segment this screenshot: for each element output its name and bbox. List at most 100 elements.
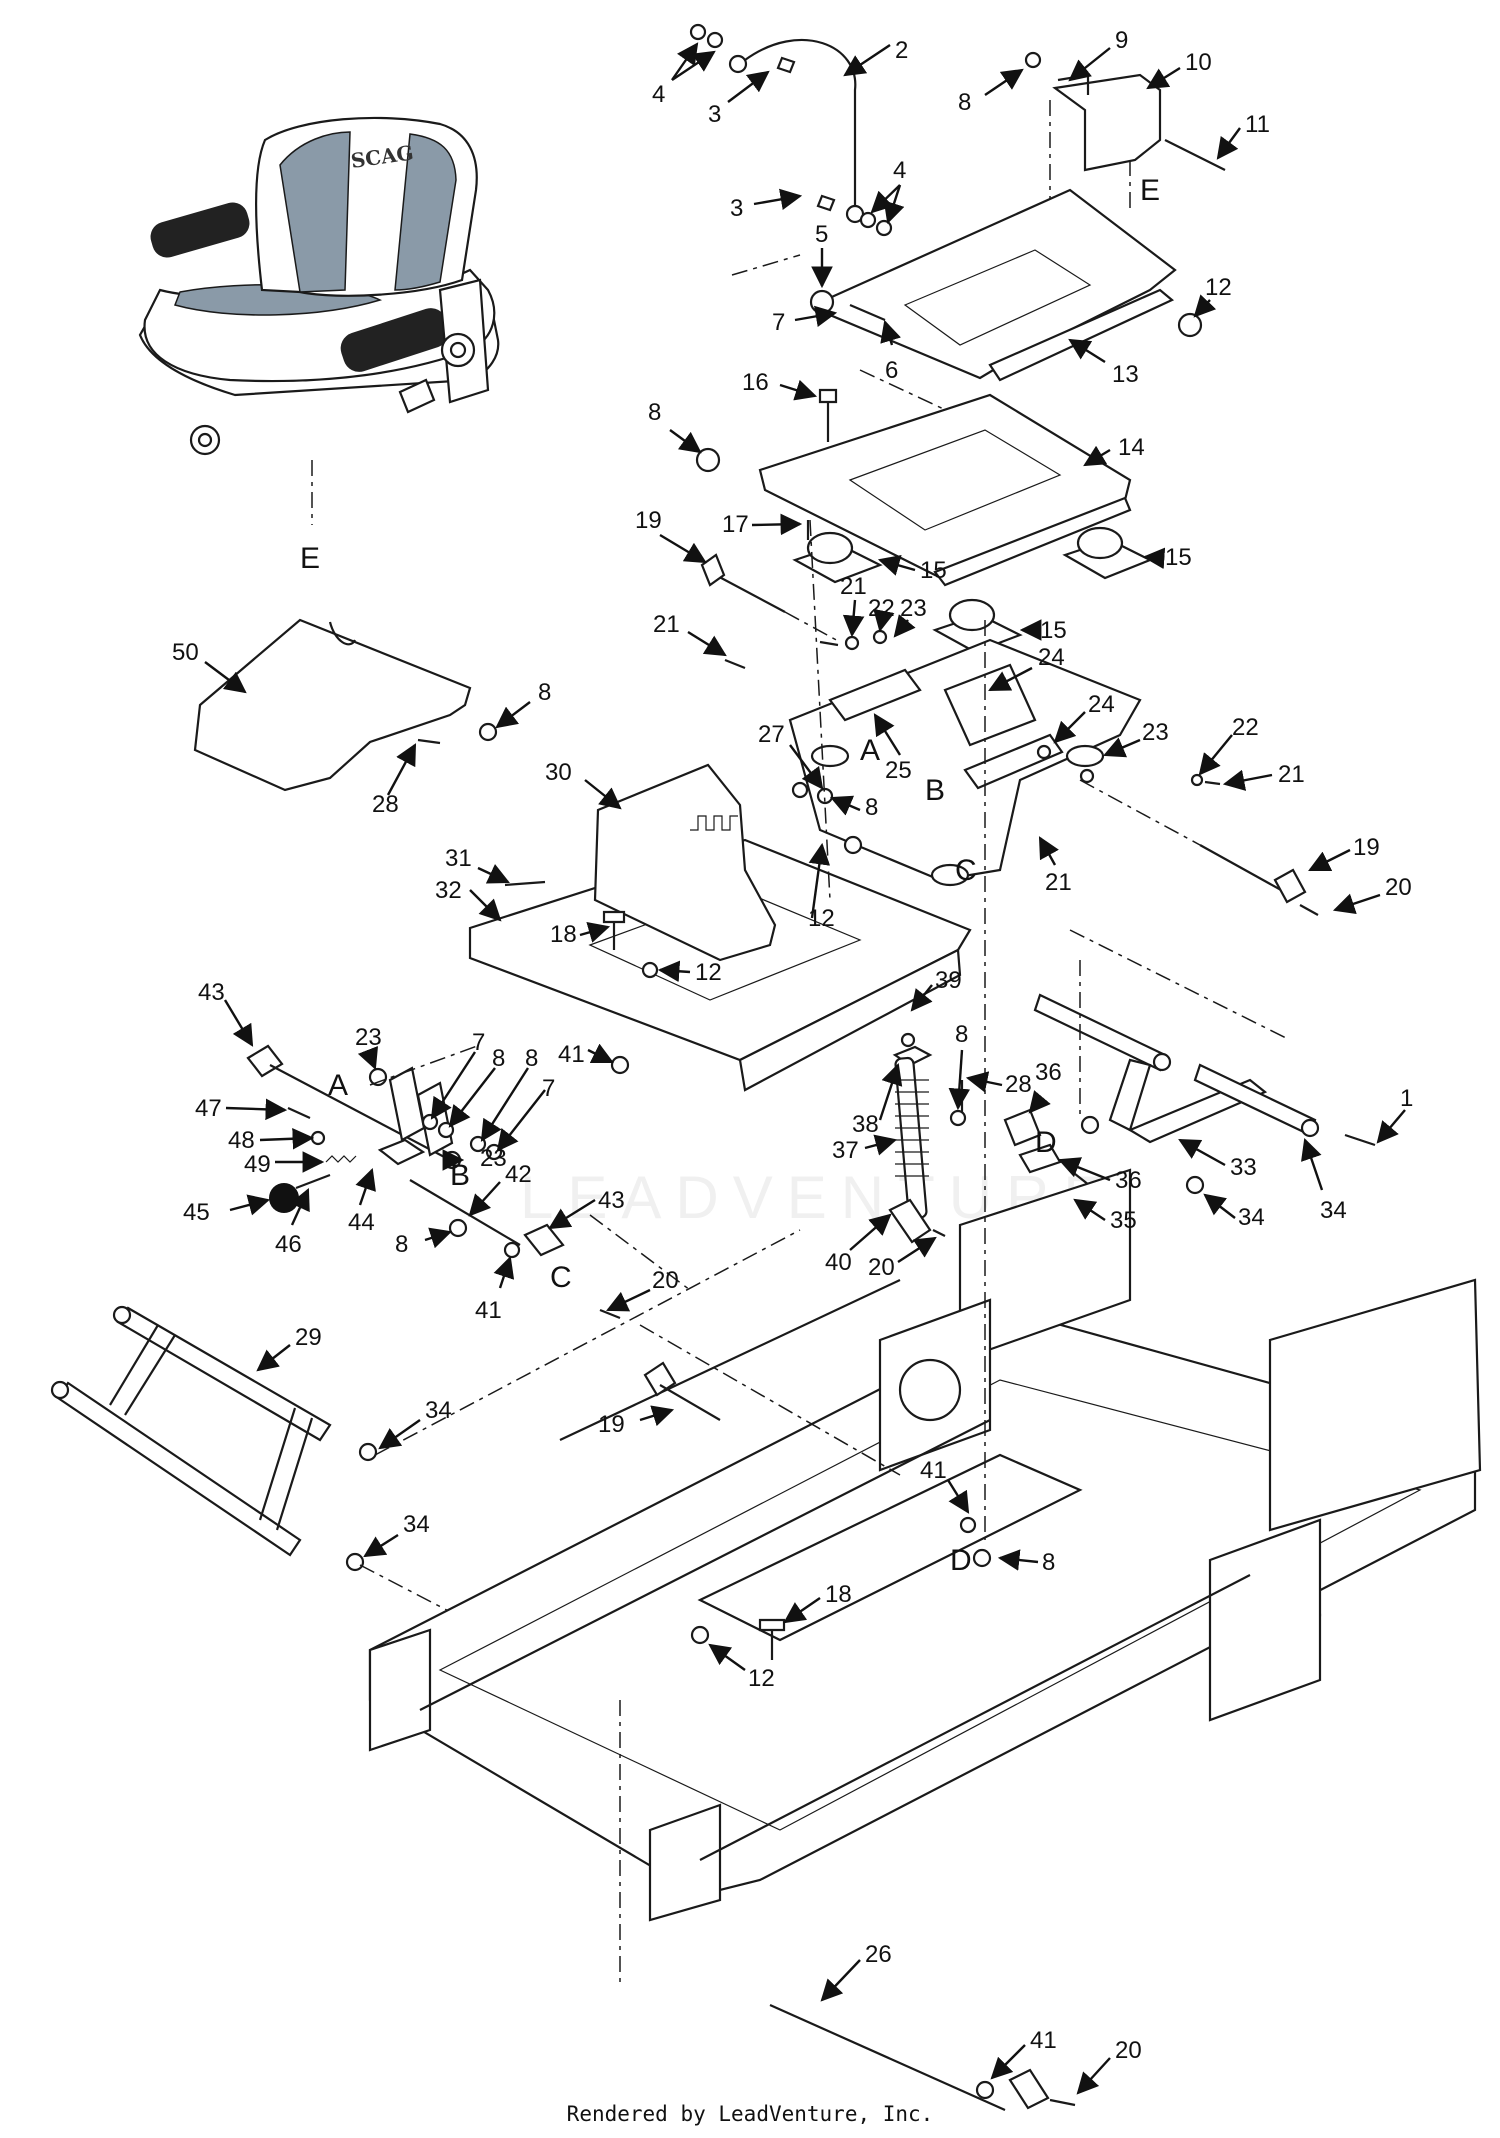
leader [1038, 836, 1059, 866]
lower-rod [769, 2003, 1076, 2112]
callout-label: 8 [395, 1231, 408, 1258]
callout-label: 37 [832, 1137, 859, 1164]
leader [842, 599, 865, 638]
callout-label: 46 [275, 1231, 302, 1258]
callout-letter: B [450, 1159, 470, 1192]
seat-cover [193, 618, 498, 792]
callout-label: 13 [1112, 361, 1139, 388]
leader [1376, 1109, 1406, 1144]
callout-label: 17 [722, 511, 749, 538]
pin-11 [1164, 139, 1226, 171]
callout-label: 28 [1005, 1071, 1032, 1098]
leader [1083, 445, 1111, 467]
callout-label: 23 [900, 595, 927, 622]
callout-label: 34 [425, 1397, 452, 1424]
leader [873, 608, 895, 633]
left-linkage [246, 1044, 691, 1291]
callout-label: 40 [825, 1249, 852, 1276]
leader [606, 1288, 651, 1312]
callout-label: 41 [1030, 2027, 1057, 2054]
callout-label: 48 [228, 1127, 255, 1154]
leader [864, 1134, 898, 1156]
stud-46 [295, 1173, 331, 1190]
leader [708, 1643, 746, 1671]
callout-label: 31 [445, 845, 472, 872]
callout-label: 12 [808, 905, 835, 932]
flange-43b [523, 1223, 565, 1257]
callout-label: 43 [598, 1187, 625, 1214]
callout-label: 8 [538, 679, 551, 706]
leader [880, 319, 901, 346]
plate-30 [593, 763, 777, 962]
callout-letter: C [550, 1261, 572, 1294]
callout-label: 16 [742, 369, 769, 396]
leader [990, 2044, 1026, 2080]
callout-label: 30 [545, 759, 572, 786]
leader [789, 744, 824, 790]
leader [897, 1236, 937, 1264]
knob-45 [269, 1183, 299, 1213]
callout-label: 41 [558, 1041, 585, 1068]
flange-43a [246, 1044, 284, 1078]
cable-2 [744, 38, 857, 210]
callout-label: 7 [542, 1075, 555, 1102]
callout-letter: E [1140, 174, 1160, 207]
callout-label: 22 [868, 595, 895, 622]
callout-label: 7 [772, 309, 785, 336]
leader [256, 1344, 291, 1372]
bracket-40 [888, 1198, 932, 1244]
rod-26 [769, 2003, 1006, 2112]
callout-label: 15 [1165, 544, 1192, 571]
leader [820, 1959, 861, 2002]
pivot-shaft-right [1079, 779, 1319, 916]
callout-label: 21 [1278, 761, 1305, 788]
leader [496, 1089, 546, 1152]
seat-assembly: SCAG [138, 116, 500, 525]
callout-label: 42 [505, 1161, 532, 1188]
callout-label: 18 [825, 1581, 852, 1608]
leader [1053, 711, 1086, 744]
leader [587, 1043, 614, 1064]
leader [1068, 338, 1106, 364]
leader [290, 1188, 310, 1226]
leader [229, 1194, 271, 1216]
callout-label: 8 [492, 1045, 505, 1072]
leader [355, 1167, 376, 1206]
callout-label: 20 [1385, 874, 1412, 901]
bracket-10 [1052, 73, 1162, 172]
leader [883, 184, 905, 225]
callout-label: 4 [652, 81, 665, 108]
seat-support-frame [724, 629, 1221, 887]
left-armrest [150, 202, 250, 258]
switch-bracket [1049, 73, 1226, 210]
seat-slide-plate [695, 388, 1153, 654]
leader [779, 379, 818, 401]
leader [1076, 2057, 1111, 2095]
leader [424, 1227, 453, 1249]
callout-letter: D [1035, 1126, 1057, 1159]
leader [753, 188, 803, 210]
leader [657, 960, 691, 983]
callout-layer: 2 4 3 3 4 5 7 6 8 9 10 11 E 12 13 16 8 1… [172, 27, 1413, 2095]
leader [830, 795, 861, 816]
callout-letter: B [925, 774, 945, 807]
leader [495, 701, 531, 729]
bolt-31 [504, 880, 546, 887]
callout-label: 36 [1035, 1059, 1062, 1086]
callout-letter: E [300, 542, 320, 575]
bolt-47 [287, 1106, 311, 1120]
leader [1057, 1157, 1111, 1182]
bracket-36a [1003, 1108, 1042, 1147]
callout-label: 8 [1042, 1549, 1055, 1576]
leader [1301, 1137, 1324, 1191]
callout-label: 34 [1320, 1197, 1347, 1224]
leader [1178, 1138, 1226, 1167]
leader [997, 1549, 1039, 1571]
bushing-5 [809, 289, 835, 315]
seat-clip [398, 378, 436, 414]
leader [873, 713, 902, 756]
right-armrest [340, 308, 450, 372]
callout-label: 8 [648, 399, 661, 426]
callout-label: 23 [480, 1145, 507, 1172]
leader [1146, 66, 1181, 90]
